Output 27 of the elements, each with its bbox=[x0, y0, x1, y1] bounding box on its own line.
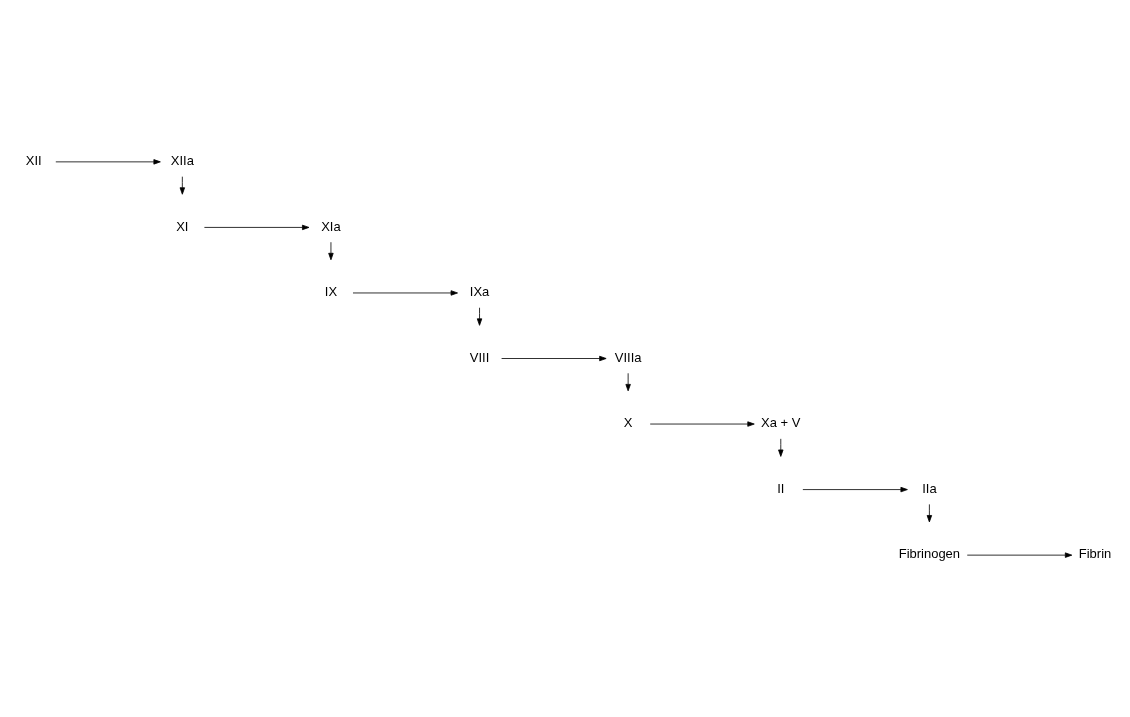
node-text: II bbox=[777, 480, 785, 496]
node-text: Fibrin bbox=[1078, 546, 1112, 562]
arrow bbox=[352, 290, 458, 296]
node-text: XIa bbox=[321, 218, 341, 234]
node-text: XII bbox=[25, 152, 42, 168]
arrow bbox=[625, 372, 631, 392]
node-text: XIIa bbox=[170, 152, 194, 168]
node-text: IX bbox=[324, 284, 338, 300]
arrow bbox=[802, 486, 908, 493]
arrow bbox=[649, 421, 755, 427]
arrow bbox=[328, 241, 334, 261]
arrow bbox=[476, 307, 483, 326]
arrow bbox=[966, 552, 1073, 558]
arrow bbox=[778, 438, 784, 457]
arrow bbox=[179, 176, 185, 195]
node-text: VIII bbox=[469, 349, 490, 365]
node-text: Xa + V bbox=[761, 415, 801, 431]
node-text: VIIIa bbox=[614, 349, 642, 365]
node-text: X bbox=[623, 415, 633, 431]
node-text: IXa bbox=[469, 284, 490, 300]
node-text: IIa bbox=[922, 480, 937, 496]
arrow bbox=[926, 504, 933, 523]
arrow bbox=[55, 159, 161, 165]
node-text: Fibrinogen bbox=[898, 546, 961, 562]
node-text: XI bbox=[176, 218, 189, 234]
arrow bbox=[204, 224, 310, 231]
arrow bbox=[501, 355, 607, 362]
